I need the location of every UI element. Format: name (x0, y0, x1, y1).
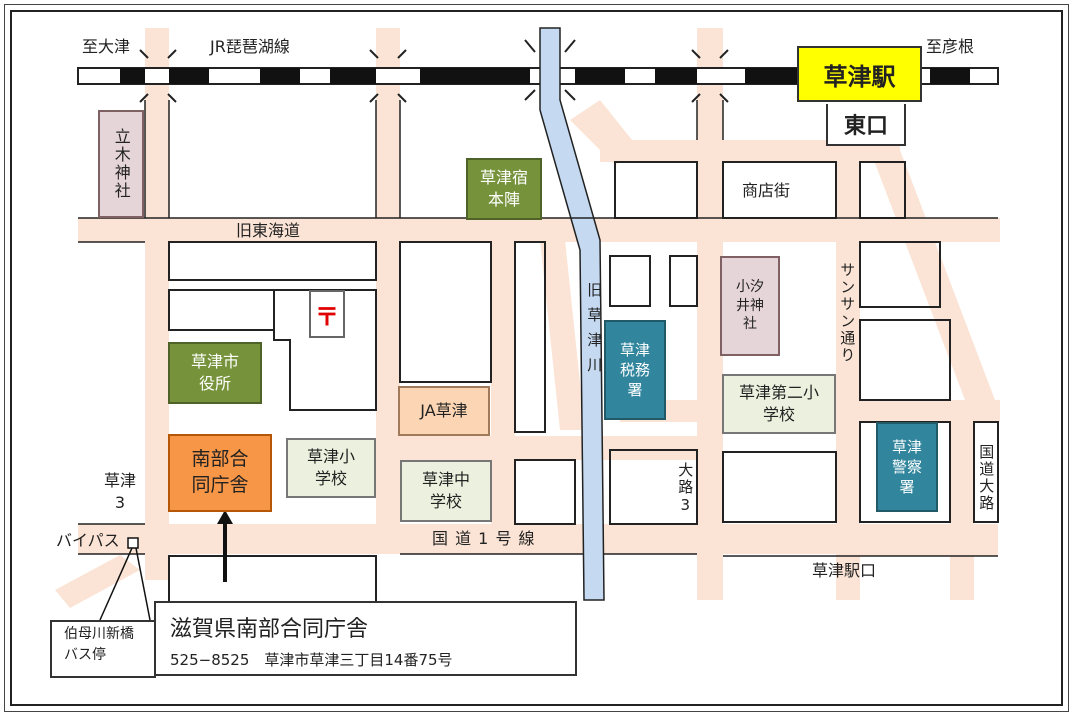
to-hikone-label: 至彦根 (926, 37, 975, 56)
road-sunsun (836, 140, 860, 600)
info-title: 滋賀県南部合同庁舎 (170, 617, 369, 642)
nanbu-godo-chosha: 南部合同庁舎 (168, 434, 272, 512)
bus-stop-line2: バス停 (64, 647, 106, 663)
to-otsu-label: 至大津 (82, 37, 131, 56)
river (539, 27, 605, 601)
bridge-marks (139, 39, 729, 103)
road-diagonal-station (570, 100, 640, 165)
roads (78, 28, 1000, 600)
road-river-side (400, 436, 700, 460)
bypass-label: バイパス (56, 531, 120, 550)
road-shotengai-south (600, 218, 1000, 242)
info-address: 525−8525 草津市草津三丁目14番75号 (170, 651, 453, 669)
police-station: 草津警察署 (876, 422, 938, 512)
kusatsujuku-honjin: 草津宿本陣 (466, 158, 542, 220)
kusatsu-3-line1: 草津 (104, 471, 137, 490)
koijii-jinja: 小汐井神社 (720, 256, 780, 356)
info-box: 滋賀県南部合同庁舎 525−8525 草津市草津三丁目14番75号 (154, 601, 577, 676)
sunsun-road-label: サンサン通り (838, 262, 857, 364)
target-arrow (217, 510, 233, 582)
koijii-jinja-text: 小汐井神社 (736, 278, 764, 333)
road-diagonal-mid (540, 240, 585, 430)
bus-stop-pointer (99, 547, 151, 621)
outer-frame (4, 4, 1069, 712)
road-west (145, 28, 169, 580)
line-name-label: JR琵琶湖線 (210, 37, 290, 56)
road-ekiguchi (838, 526, 998, 556)
city-hall-text: 草津市役所 (190, 352, 239, 393)
road-mid (491, 230, 515, 530)
kusatsu-3-line2: 3 (114, 493, 126, 513)
bus-stop-icon (127, 537, 139, 549)
road-daiji3 (697, 28, 723, 600)
road-shotengai-north (600, 140, 900, 162)
tax-office: 草津税務署 (604, 320, 666, 420)
daini-elementary-text: 草津第二小学校 (738, 383, 819, 424)
ja-kusatsu: JA草津 (398, 386, 490, 436)
road-central (376, 28, 400, 533)
city-hall: 草津市役所 (168, 342, 262, 404)
kusatsu-junior-high: 草津中学校 (400, 460, 492, 522)
daini-elementary: 草津第二小学校 (722, 374, 836, 434)
railway (77, 67, 999, 85)
kokudo-daiji-label: 国道大路 (977, 444, 996, 512)
nanbu-godo-chosha-text: 南部合同庁舎 (191, 448, 249, 496)
kusatsu-ekiguchi-label: 草津駅口 (812, 561, 877, 580)
daiji-3-label: 大路3 (676, 462, 695, 516)
kusatsu-elementary-text: 草津小学校 (306, 447, 355, 488)
road-east (950, 400, 974, 600)
kyu-tokaido-label: 旧東海道 (236, 221, 301, 240)
road-diagonal-east (870, 150, 995, 400)
police-station-text: 草津警察署 (891, 437, 922, 497)
tachiki-jinja: 立木神社 (98, 110, 144, 218)
east-exit: 東口 (826, 104, 906, 146)
kokudo-1-label: 国 道 1 号 線 (432, 529, 536, 548)
tax-office-text: 草津税務署 (619, 340, 650, 400)
bus-stop-line1: 伯母川新橋 (64, 626, 134, 642)
bus-stop-box: 伯母川新橋 バス停 (50, 620, 156, 678)
shotengai-label: 商店街 (742, 181, 791, 200)
kusatsu-junior-high-text: 草津中学校 (421, 470, 470, 511)
kusatsu-elementary: 草津小学校 (286, 438, 376, 498)
river-label: 旧草津川 (585, 282, 604, 382)
kusatsujuku-honjin-text: 草津宿本陣 (479, 168, 528, 209)
kusatsu-3-label: 草津 3 (104, 471, 137, 513)
inner-frame (10, 10, 1063, 706)
road-bypass (55, 555, 140, 608)
kusatsu-station: 草津駅 (797, 46, 922, 102)
post-office-icon: 〒 (309, 290, 345, 338)
